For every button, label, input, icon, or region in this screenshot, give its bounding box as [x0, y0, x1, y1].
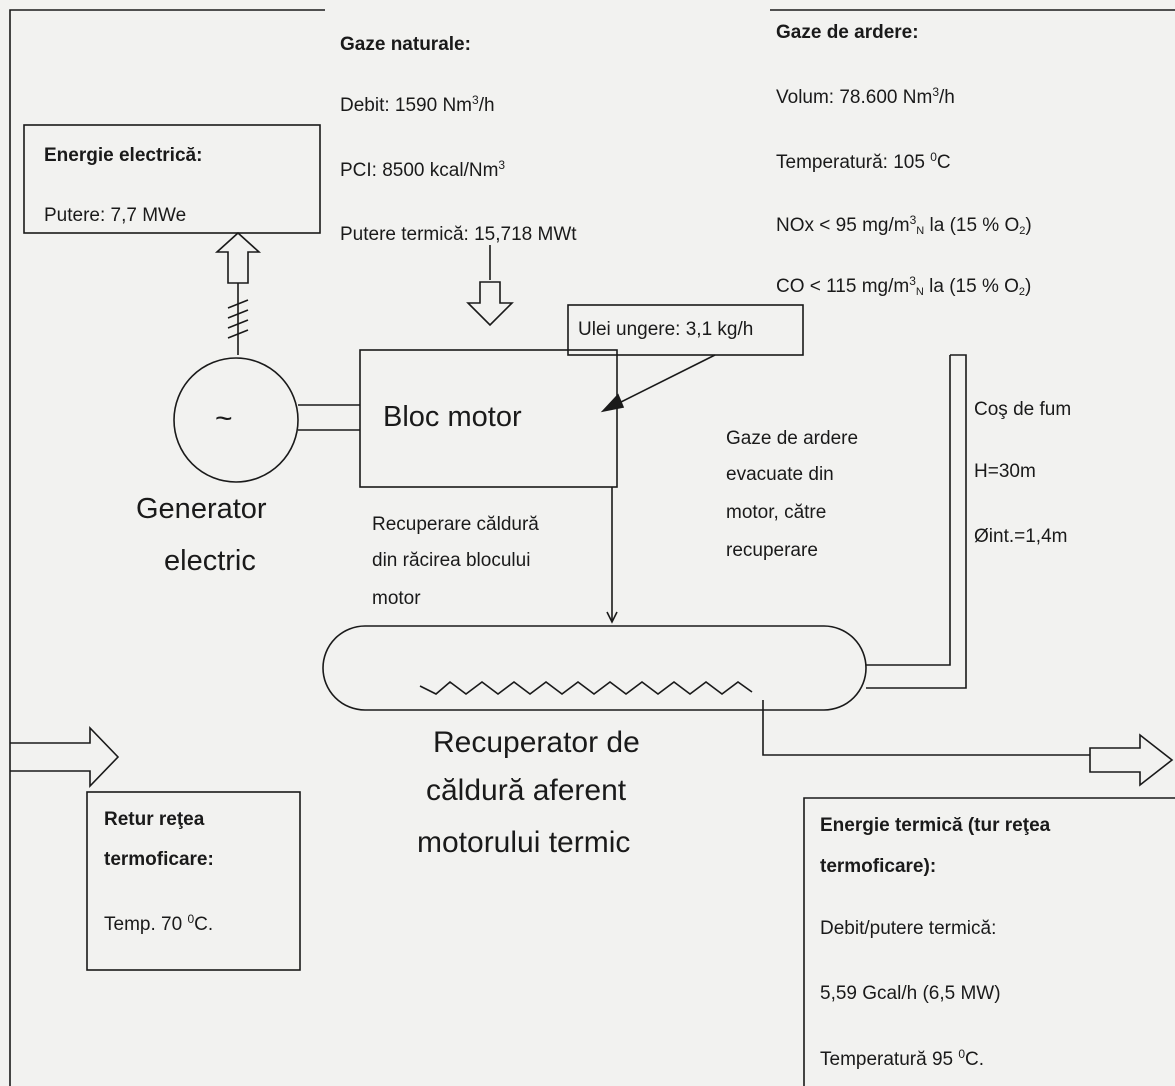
inlet-arrow: [10, 726, 120, 788]
exhaust-line-4: recuperare: [726, 540, 818, 561]
generator-circle: [173, 357, 299, 483]
engine-box: [359, 349, 618, 488]
cooling-line-1: Recuperare căldură: [372, 514, 539, 535]
retur-box: [86, 791, 301, 971]
outer-frame: [9, 9, 1175, 1086]
flue-volum: Volum: 78.600 Nm3/h: [776, 85, 955, 108]
chimney-diameter: Øint.=1,4m: [974, 526, 1068, 547]
generator-label-2: electric: [164, 545, 256, 577]
flue-nox: NOx < 95 mg/m3N la (15 % O2): [776, 213, 1032, 237]
engine-label: Bloc motor: [383, 401, 522, 433]
recuperator-line-3: motorului termic: [417, 826, 631, 859]
cooling-line-2: din răcirea blocului: [372, 550, 531, 571]
gas-title: Gaze naturale:: [340, 34, 471, 55]
gas-down-arrow: [466, 281, 514, 327]
outlet-arrow: [1089, 733, 1174, 787]
gas-debit: Debit: 1590 Nm3/h: [340, 93, 495, 116]
chimney-title: Coş de fum: [974, 399, 1072, 420]
thermal-box: [803, 797, 1175, 1086]
exhaust-line-2: evacuate din: [726, 464, 834, 485]
flue-co: CO < 115 mg/m3N la (15 % O2): [776, 274, 1032, 298]
retur-line-2: termoficare:: [104, 849, 214, 870]
chimney-height: H=30m: [974, 461, 1036, 482]
electric-putere: Putere: 7,7 MWe: [44, 205, 187, 226]
oil-label: Ulei ungere: 3,1 kg/h: [578, 319, 754, 340]
generator-symbol: ~: [215, 402, 233, 435]
exhaust-line-3: motor, către: [726, 502, 827, 523]
generator-label-1: Generator: [136, 493, 267, 525]
recuperator-shell: [322, 625, 867, 711]
cooling-line-3: motor: [372, 588, 421, 609]
recuperator-line-1: Recuperator de: [433, 726, 640, 759]
retur-temp: Temp. 70 0C.: [104, 912, 214, 935]
thermal-line-1: Energie termică (tur reţea: [820, 815, 1051, 836]
chimney: [866, 354, 967, 689]
thermal-temp: Temperatură 95 0C.: [820, 1047, 985, 1070]
recuperator-line-2: căldură aferent: [426, 774, 627, 807]
thermal-line-4: 5,59 Gcal/h (6,5 MW): [820, 983, 1001, 1004]
thermal-line-3: Debit/putere termică:: [820, 918, 997, 939]
gas-pci: PCI: 8500 kcal/Nm3: [340, 158, 506, 181]
electric-up-arrow: [214, 231, 262, 284]
flue-temperature: Temperatură: 105 0C: [776, 150, 951, 173]
retur-line-1: Retur reţea: [104, 809, 205, 830]
oil-box: [567, 304, 804, 356]
electric-box: [23, 124, 321, 234]
exhaust-line-1: Gaze de ardere: [726, 428, 859, 449]
thermal-line-2: termoficare):: [820, 856, 937, 877]
flue-title: Gaze de ardere:: [776, 22, 919, 43]
electric-title: Energie electrică:: [44, 145, 203, 166]
gas-putere: Putere termică: 15,718 MWt: [340, 224, 577, 245]
